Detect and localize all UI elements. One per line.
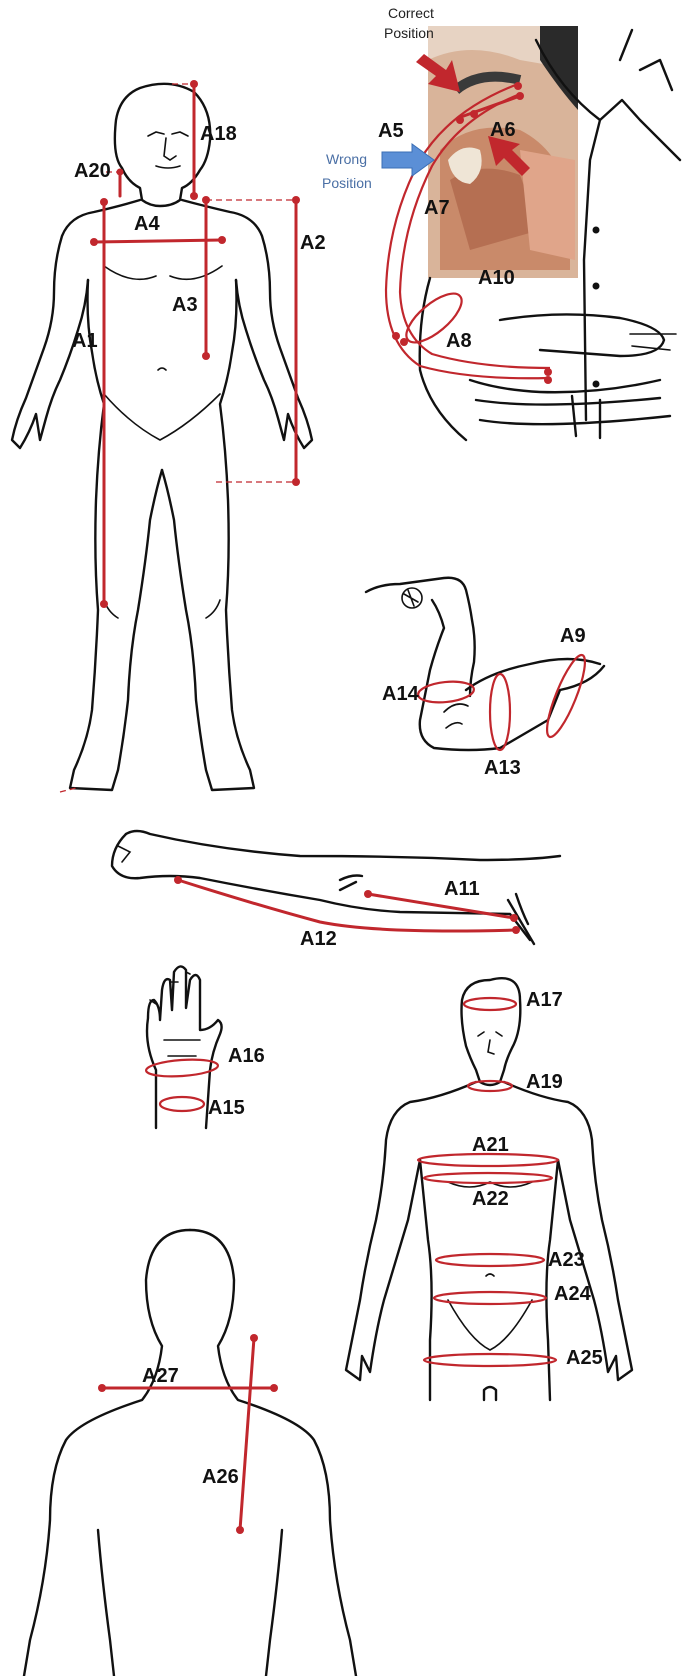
label-a20: A20 xyxy=(74,160,111,182)
label-a17: A17 xyxy=(526,989,563,1011)
correct-position-line2: Position xyxy=(384,25,434,41)
label-a19: A19 xyxy=(526,1071,563,1093)
label-a10: A10 xyxy=(478,267,515,289)
upper-body-measurements xyxy=(98,1334,278,1534)
torso-front-labels: A17 A19 A21 A22 A23 A24 A25 xyxy=(472,989,603,1369)
upper-body-figure xyxy=(24,1230,356,1676)
label-a4: A4 xyxy=(134,213,160,235)
label-a3: A3 xyxy=(172,294,198,316)
label-a14: A14 xyxy=(382,683,420,705)
label-a26: A26 xyxy=(202,1466,239,1488)
label-a1: A1 xyxy=(72,330,98,352)
label-a9: A9 xyxy=(560,625,586,647)
label-a21: A21 xyxy=(472,1134,509,1156)
label-a24: A24 xyxy=(554,1283,592,1305)
label-a18: A18 xyxy=(200,123,237,145)
full-body-measurements xyxy=(60,80,300,792)
label-a25: A25 xyxy=(566,1347,603,1369)
label-a12: A12 xyxy=(300,928,337,950)
wrong-position-line1: Wrong xyxy=(326,151,367,167)
label-a16: A16 xyxy=(228,1045,265,1067)
label-a7: A7 xyxy=(424,197,450,219)
label-a5: A5 xyxy=(378,120,404,142)
label-a22: A22 xyxy=(472,1188,509,1210)
upper-body-labels: A27 A26 xyxy=(142,1365,239,1488)
hand-labels: A16 A15 xyxy=(208,1045,265,1119)
label-a23: A23 xyxy=(548,1249,585,1271)
label-a8: A8 xyxy=(446,330,472,352)
full-body-front-figure xyxy=(12,84,312,790)
label-a27: A27 xyxy=(142,1365,179,1387)
full-body-labels: A18 A20 A4 A2 A3 A1 xyxy=(72,123,326,352)
label-a13: A13 xyxy=(484,757,521,779)
label-a11: A11 xyxy=(444,878,480,900)
flexed-arm-figure xyxy=(366,578,604,750)
correct-position-line1: Correct xyxy=(388,5,434,21)
wrong-position-line2: Position xyxy=(322,175,372,191)
label-a15: A15 xyxy=(208,1097,245,1119)
label-a6: A6 xyxy=(490,119,516,141)
label-a2: A2 xyxy=(300,232,326,254)
